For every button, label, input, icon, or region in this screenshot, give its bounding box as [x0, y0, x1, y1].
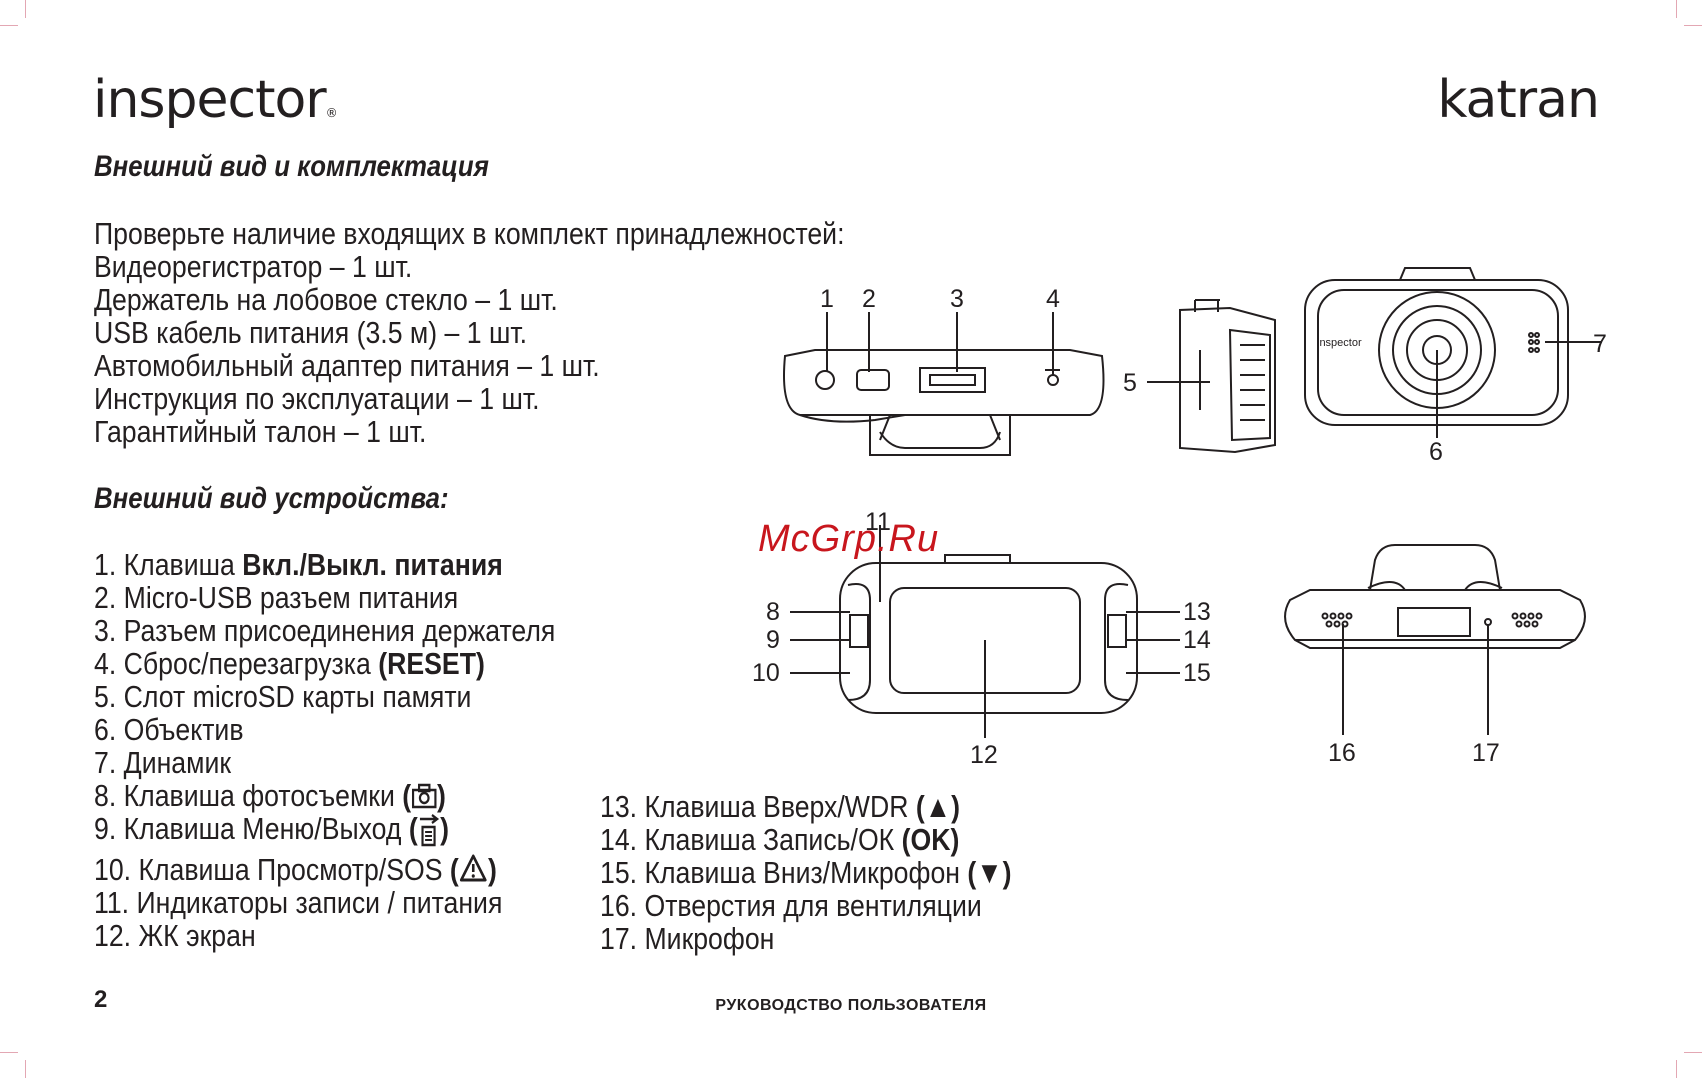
list-item: 5. Слот microSD карты памяти: [94, 679, 472, 714]
crop-mark-top-right: [1684, 25, 1702, 26]
side-view-drawing: [1179, 299, 1276, 454]
page-number: 2: [94, 986, 108, 1013]
list-item: 16. Отверстия для вентиляции: [600, 888, 982, 923]
callout-12: 12: [970, 741, 998, 769]
callout-13: 13: [1183, 598, 1211, 626]
crop-mark-top-left: [0, 25, 18, 26]
list-item: 12. ЖК экран: [94, 918, 256, 953]
list-item: 15. Клавиша Вниз/Микрофон (▼): [600, 855, 1012, 890]
warning-icon: [460, 854, 487, 882]
list-item: 6. Объектив: [94, 712, 244, 747]
device-front-label: inspector: [1317, 337, 1362, 349]
package-intro: Проверьте наличие входящих в комплект пр…: [94, 216, 845, 251]
camera-icon: [411, 783, 437, 809]
footer-title: РУКОВОДСТВО ПОЛЬЗОВАТЕЛЯ: [715, 997, 987, 1014]
watermark: McGrp.Ru: [758, 518, 940, 560]
parts-list-left: 1. Клавиша Вкл./Выкл. питания 2. Micro-U…: [94, 548, 555, 952]
callout-10: 10: [752, 659, 780, 687]
list-item: 9. Клавиша Меню/Выход (): [94, 811, 450, 847]
list-item: 4. Сброс/перезагрузка (RESET): [94, 646, 485, 681]
package-item: Видеорегистратор – 1 шт.: [94, 249, 413, 284]
callout-16: 16: [1328, 739, 1356, 767]
package-item: Автомобильный адаптер питания – 1 шт.: [94, 348, 600, 383]
crop-mark-bottom-left-v: [25, 1060, 26, 1078]
package-item: Гарантийный талон – 1 шт.: [94, 414, 427, 449]
list-item: 10. Клавиша Просмотр/SOS (): [94, 852, 497, 887]
package-item: Инструкция по эксплуатации – 1 шт.: [94, 381, 540, 416]
crop-mark-bottom-right: [1684, 1052, 1702, 1053]
callout-6: 6: [1429, 438, 1443, 466]
callout-15: 15: [1183, 659, 1211, 687]
crop-mark-top-right-v: [1676, 0, 1677, 18]
section-title-device: Внешний вид устройства:: [94, 482, 449, 515]
callout-8: 8: [766, 598, 780, 626]
brand-logo-katran: katran: [1437, 70, 1600, 130]
list-item: 3. Разъем присоединения держателя: [94, 613, 556, 648]
callout-11: 11: [865, 508, 891, 536]
crop-mark-bottom-right-v: [1676, 1060, 1677, 1078]
top-view-drawing: [783, 349, 1105, 456]
package-item: Держатель на лобовое стекло – 1 шт.: [94, 282, 558, 317]
list-item: 14. Клавиша Запись/ОК (OK): [600, 822, 960, 857]
callout-14: 14: [1183, 626, 1211, 654]
crop-mark-bottom-left: [0, 1052, 18, 1053]
bottom-view-drawing: [1284, 544, 1586, 649]
callout-1: 1: [820, 285, 834, 313]
callout-2: 2: [862, 285, 876, 313]
list-item: 11. Индикаторы записи / питания: [94, 885, 503, 920]
package-contents: Проверьте наличие входящих в комплект пр…: [94, 217, 844, 448]
list-item: 8. Клавиша фотосъемки (): [94, 778, 446, 813]
list-item: 1. Клавиша Вкл./Выкл. питания: [94, 547, 503, 582]
list-item: 13. Клавиша Вверх/WDR (▲): [600, 789, 961, 824]
section-title-contents: Внешний вид и комплектация: [94, 150, 489, 183]
callout-17: 17: [1472, 739, 1500, 767]
package-item: USB кабель питания (3.5 м) – 1 шт.: [94, 315, 528, 350]
crop-mark-top-left-v: [25, 0, 26, 18]
callout-3: 3: [950, 285, 964, 313]
callout-9: 9: [766, 626, 780, 654]
callout-4: 4: [1046, 285, 1060, 313]
menu-icon: [420, 813, 440, 847]
callout-7: 7: [1593, 330, 1607, 358]
list-item: 7. Динамик: [94, 745, 232, 780]
callout-5: 5: [1123, 369, 1137, 397]
back-view-drawing: [839, 554, 1138, 714]
brand-logo-inspector: inspector®: [93, 70, 338, 130]
list-item: 2. Micro-USB разъем питания: [94, 580, 459, 615]
list-item: 17. Микрофон: [600, 921, 775, 956]
parts-list-right: 13. Клавиша Вверх/WDR (▲) 14. Клавиша За…: [600, 790, 1012, 955]
